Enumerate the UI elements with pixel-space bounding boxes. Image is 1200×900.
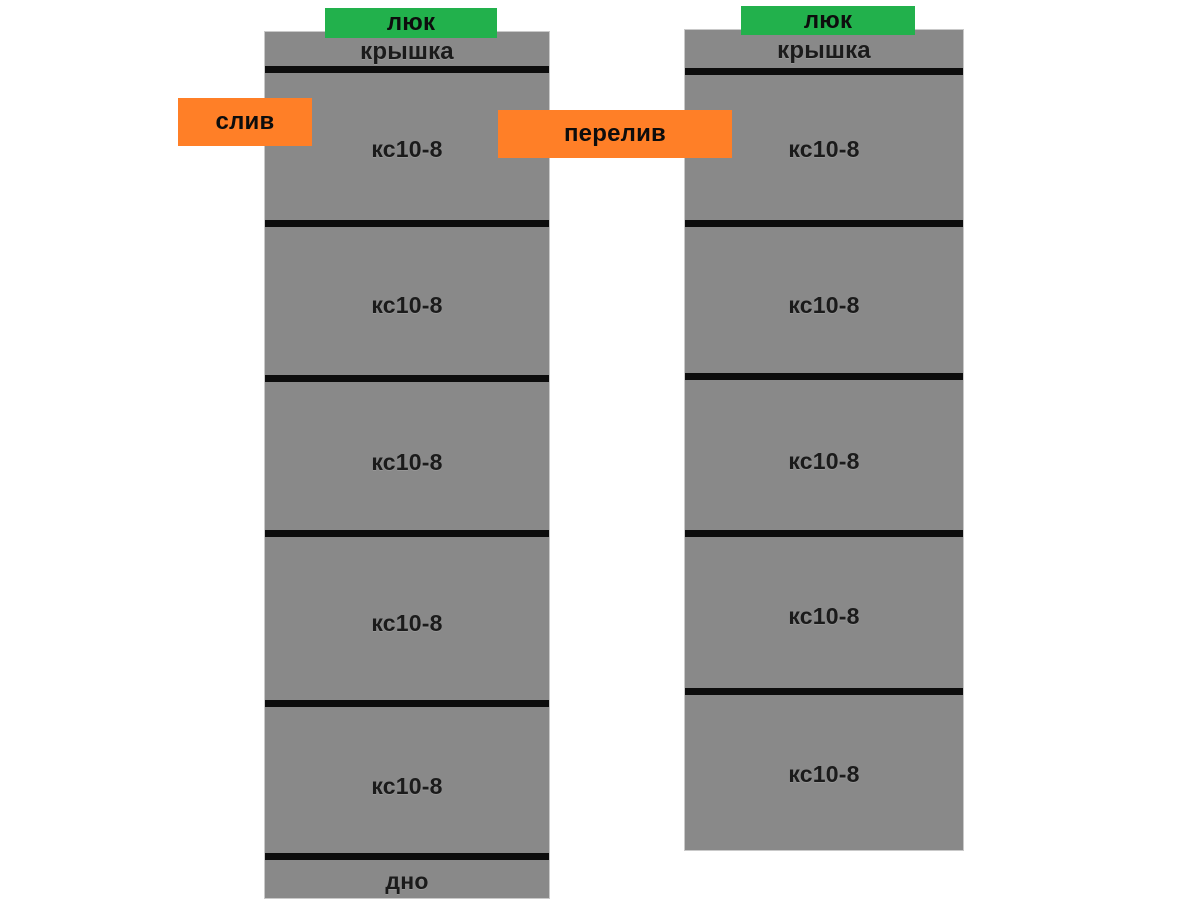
well-left-ring-2: кс10-8 xyxy=(265,232,549,378)
well-left: крышка кс10-8 кс10-8 кс10-8 кс10-8 кс10-… xyxy=(265,32,549,898)
well-left-ring-1-label: кс10-8 xyxy=(371,135,443,162)
well-right-ring-4: кс10-8 xyxy=(685,542,963,690)
well-right-cap-label: крышка xyxy=(777,37,871,64)
well-left-cap: крышка xyxy=(265,32,549,72)
well-left-ring-2-label: кс10-8 xyxy=(371,291,443,318)
well-left-ring-3: кс10-8 xyxy=(265,387,549,537)
well-left-bottom-label: дно xyxy=(385,867,429,894)
well-right-ring-3-label: кс10-8 xyxy=(788,447,860,474)
well-left-ring-4: кс10-8 xyxy=(265,544,549,702)
well-right-joint-3 xyxy=(685,530,963,537)
well-right-joint-4 xyxy=(685,688,963,695)
well-left-joint-4 xyxy=(265,700,549,707)
well-right: крышка кс10-8 кс10-8 кс10-8 кс10-8 кс10-… xyxy=(685,30,963,850)
well-right-joint-2 xyxy=(685,373,963,380)
well-right-ring-2-label: кс10-8 xyxy=(788,291,860,318)
well-right-ring-2: кс10-8 xyxy=(685,232,963,378)
well-right-cap: крышка xyxy=(685,30,963,72)
well-left-ring-3-label: кс10-8 xyxy=(371,448,443,475)
hatch-right-text: люк xyxy=(803,6,853,34)
well-left-joint-cap xyxy=(265,66,549,73)
well-left-joint-bottom xyxy=(265,853,549,860)
well-left-ring-1: кс10-8 xyxy=(265,74,549,224)
well-right-ring-3: кс10-8 xyxy=(685,386,963,536)
hatch-label-left: люк xyxy=(325,8,497,38)
hatch-left-text: люк xyxy=(386,9,436,36)
well-left-ring-5-label: кс10-8 xyxy=(371,772,443,799)
overflow-pipe-label: перелив xyxy=(498,110,732,158)
well-left-joint-3 xyxy=(265,530,549,537)
overflow-pipe-text: перелив xyxy=(563,120,666,147)
well-right-ring-4-label: кс10-8 xyxy=(788,602,860,629)
well-right-ring-1: кс10-8 xyxy=(685,74,963,224)
drain-pipe-label: слив xyxy=(178,98,312,146)
hatch-label-right: люк xyxy=(741,6,915,35)
well-right-ring-5-label: кс10-8 xyxy=(788,760,860,787)
well-right-joint-cap xyxy=(685,68,963,75)
well-right-joint-1 xyxy=(685,220,963,227)
drain-pipe-text: слив xyxy=(215,108,275,135)
well-right-ring-1-label: кс10-8 xyxy=(788,135,860,162)
well-left-cap-label: крышка xyxy=(360,38,454,65)
well-left-joint-1 xyxy=(265,220,549,227)
well-left-ring-5: кс10-8 xyxy=(265,714,549,858)
well-left-bottom: дно xyxy=(265,864,549,898)
well-right-ring-5: кс10-8 xyxy=(685,698,963,850)
well-left-ring-4-label: кс10-8 xyxy=(371,609,443,636)
well-left-joint-2 xyxy=(265,375,549,382)
